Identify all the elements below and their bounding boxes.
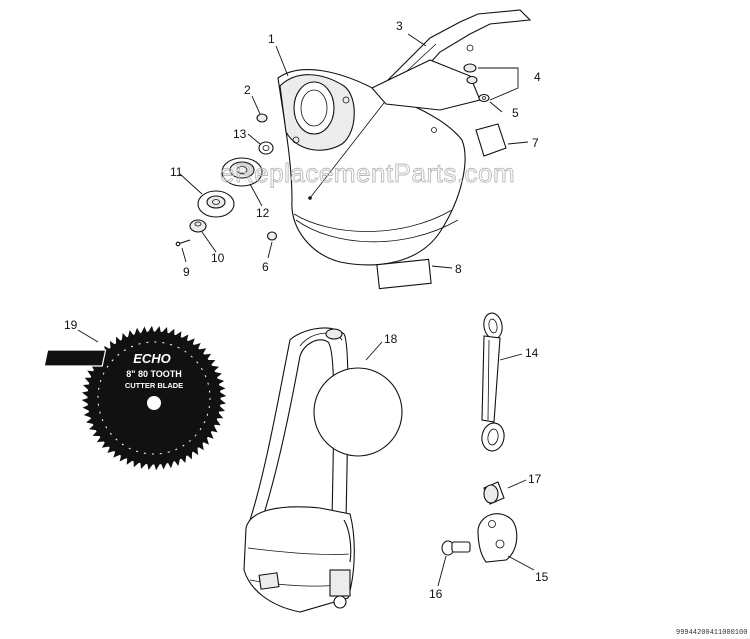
washer-11 [197, 190, 235, 218]
callout-9: 9 [183, 265, 190, 279]
callout-2: 2 [244, 83, 251, 97]
watermark: eReplacementParts.com [220, 158, 515, 188]
pin-9 [175, 239, 191, 247]
label-7 [475, 123, 507, 157]
blade-type: CUTTER BLADE [125, 381, 183, 390]
callout-16: 16 [429, 587, 443, 601]
callout-5: 5 [512, 106, 519, 120]
callout-14: 14 [525, 346, 539, 360]
shoulder-harness [243, 327, 403, 613]
callout-7: 7 [532, 136, 539, 150]
collar-17 [483, 481, 505, 505]
bolt-16 [441, 540, 471, 556]
leader-lines [77, 33, 535, 587]
callout-13: 13 [233, 127, 247, 141]
screw-6 [266, 231, 278, 241]
washer-13 [258, 141, 274, 155]
callout-17: 17 [528, 472, 542, 486]
screw-2 [256, 113, 268, 123]
blade-tooth-count: 8" 80 TOOTH [126, 369, 182, 379]
blade-holder-12 [221, 157, 263, 187]
callout-6: 6 [262, 260, 269, 274]
callout-11: 11 [170, 165, 183, 179]
nut-10 [189, 219, 207, 233]
callout-15: 15 [535, 570, 549, 584]
callout-1: 1 [268, 32, 275, 46]
callout-12: 12 [256, 206, 270, 220]
washer-5 [478, 93, 490, 103]
callout-19: 19 [64, 318, 78, 332]
diagram-code: 99944200411000100 [676, 629, 747, 637]
blade-brand: ECHO [133, 351, 171, 366]
clamp-15 [477, 513, 518, 563]
cutter-blade: ECHO 8" 80 TOOTH CUTTER BLADE [43, 325, 227, 471]
callouts: 1 2 3 4 5 6 7 8 9 10 11 12 13 14 15 16 1… [64, 19, 549, 601]
nut-4 [463, 63, 478, 85]
callout-3: 3 [396, 19, 403, 33]
callout-18: 18 [384, 332, 398, 346]
callout-10: 10 [211, 251, 225, 265]
hanger-strap [481, 312, 505, 452]
blade-guard [277, 9, 532, 266]
callout-8: 8 [455, 262, 462, 276]
label-8 [376, 258, 432, 290]
callout-4: 4 [534, 70, 541, 84]
